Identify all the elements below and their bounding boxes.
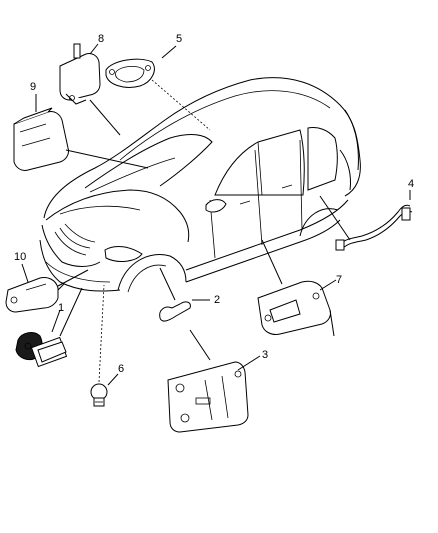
leader-5: [161, 45, 177, 59]
callout-8: 8: [98, 33, 104, 45]
part-bulb: [90, 383, 108, 407]
leader-10: [21, 263, 29, 283]
leader-5b: [151, 79, 211, 131]
leader-10b: [57, 269, 89, 287]
callout-4: 4: [408, 178, 414, 190]
part-front-sensor: [5, 277, 65, 313]
leader-1b: [59, 287, 83, 337]
callout-1: 1: [58, 302, 64, 314]
part-side-harness: [335, 204, 413, 251]
leader-2b: [159, 267, 176, 301]
callout-6: 6: [118, 363, 124, 375]
vehicle-outline: [39, 77, 361, 293]
callout-9: 9: [30, 81, 36, 93]
part-mounting-bracket: [167, 361, 249, 433]
leader-6b: [98, 284, 105, 383]
leader-6: [107, 373, 119, 386]
callout-7: 7: [336, 274, 342, 286]
callout-5: 5: [176, 33, 182, 45]
part-impact-sensor: [59, 43, 101, 105]
leader-8: [89, 43, 99, 55]
leader-4b: [319, 195, 351, 241]
leader-8b: [89, 99, 121, 136]
leader-7b: [261, 239, 283, 285]
callout-3: 3: [262, 349, 268, 361]
part-grommet-plate: [105, 58, 155, 88]
callout-10: 10: [14, 251, 26, 263]
leader-7: [319, 279, 337, 291]
leader-9b: [65, 149, 149, 169]
part-seat-bracket: [257, 280, 335, 337]
part-key-immobilizer: [15, 332, 68, 368]
leader-3: [189, 329, 211, 361]
leader-3b: [237, 355, 261, 371]
callout-2: 2: [214, 294, 220, 306]
part-wire-clip: [159, 301, 191, 322]
part-control-module: [13, 107, 69, 171]
leader-1: [51, 309, 61, 333]
